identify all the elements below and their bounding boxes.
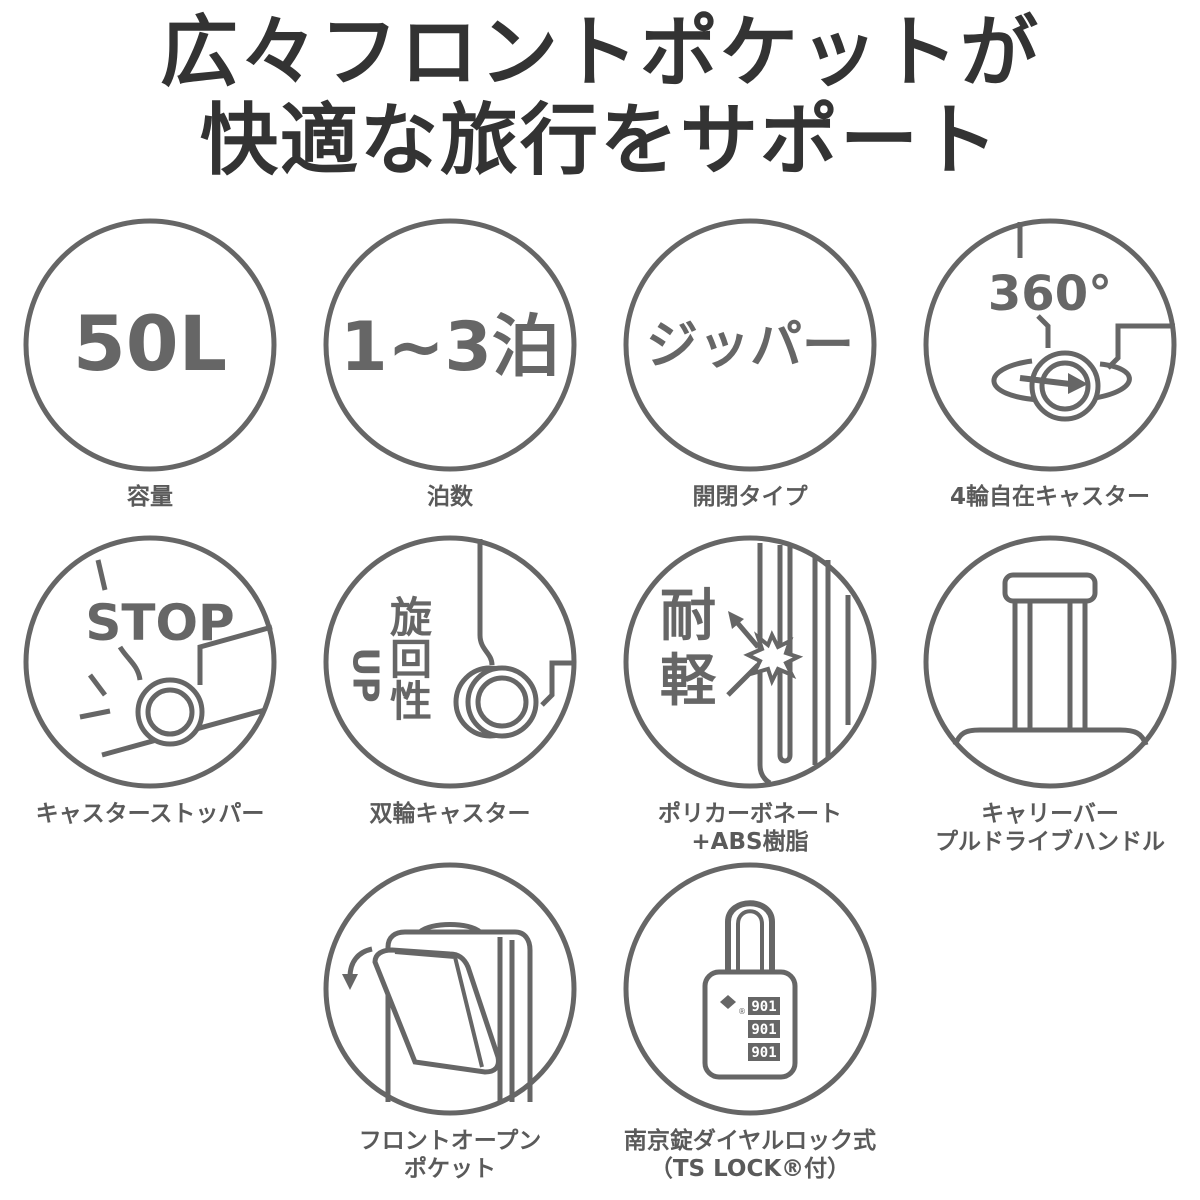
feature-carry-bar: キャリーバー プルドライブハンドル (900, 535, 1200, 857)
durable-light-text: 耐 (660, 584, 716, 649)
front-open-pocket-icon (323, 862, 577, 1116)
caster-stopper-icon: STOP (23, 535, 277, 789)
ts-lock-label-1: 南京錠ダイヤルロック式 (623, 1128, 877, 1154)
feature-capacity: 50L 容量 (0, 218, 300, 512)
zipper-value: ジッパー (646, 316, 854, 376)
feature-nights: 1~3泊 泊数 (300, 218, 600, 512)
capacity-value: 50L (73, 299, 227, 388)
carry-bar-label-1: キャリーバー (981, 801, 1119, 827)
front-pocket-label-1: フロントオープン (358, 1128, 542, 1154)
ts-padlock-icon: ® 901 901 901 (623, 862, 877, 1116)
capacity-label: 容量 (127, 484, 173, 510)
feature-front-pocket: フロントオープン ポケット (300, 862, 600, 1184)
impact-shell-icon: 耐 軽 (623, 535, 877, 789)
feature-shell-material: 耐 軽 ポリカーボネート +ABS樹脂 (600, 535, 900, 857)
nights-value: 1~3泊 (340, 308, 560, 387)
headline-line-2: 快適な旅行をサポート (199, 96, 1000, 186)
feature-double-wheel-caster: UP 旋回性 双輪キャスター (300, 535, 600, 829)
front-pocket-label-2: ポケット (404, 1156, 496, 1182)
rotation-degrees: 360° (988, 266, 1112, 322)
capacity-badge-icon: 50L (23, 218, 277, 472)
opening-type-label: 開閉タイプ (692, 484, 808, 510)
headline-line-1: 広々フロントポケットが (159, 8, 1040, 98)
feature-zipper: ジッパー 開閉タイプ (600, 218, 900, 512)
nights-badge-icon: 1~3泊 (323, 218, 577, 472)
up-text: UP (345, 647, 386, 703)
feature-swivel-caster: 360° 4輪自在キャスター (900, 218, 1200, 512)
swivel-caster-label: 4輪自在キャスター (949, 484, 1150, 510)
ts-lock-label-2: （TS LOCK®付） (649, 1156, 851, 1182)
double-wheel-caster-label: 双輪キャスター (369, 801, 531, 827)
durable-light-text-2: 軽 (660, 649, 717, 714)
registered-mark: ® (738, 1007, 746, 1016)
dial-row-1: 901 (751, 999, 776, 1015)
ts-logo-icon (720, 995, 736, 1009)
shell-material-label-2: +ABS樹脂 (691, 829, 809, 855)
swivel-caster-icon: 360° (923, 218, 1177, 472)
dial-row-3: 901 (751, 1045, 776, 1061)
telescopic-handle-icon (923, 535, 1177, 789)
zipper-badge-icon: ジッパー (623, 218, 877, 472)
feature-caster-stopper: STOP キャスターストッパー (0, 535, 300, 829)
dial-row-2: 901 (751, 1022, 776, 1038)
turning-text: 旋回性 (384, 595, 433, 721)
double-wheel-caster-icon: UP 旋回性 (323, 535, 577, 789)
caster-stopper-label: キャスターストッパー (35, 801, 265, 827)
shell-material-label-1: ポリカーボネート (658, 801, 842, 827)
carry-bar-label-2: プルドライブハンドル (935, 829, 1165, 855)
nights-label: 泊数 (427, 484, 473, 510)
feature-ts-lock: ® 901 901 901 南京錠ダイヤルロック式 （TS LOCK®付） (600, 862, 900, 1184)
